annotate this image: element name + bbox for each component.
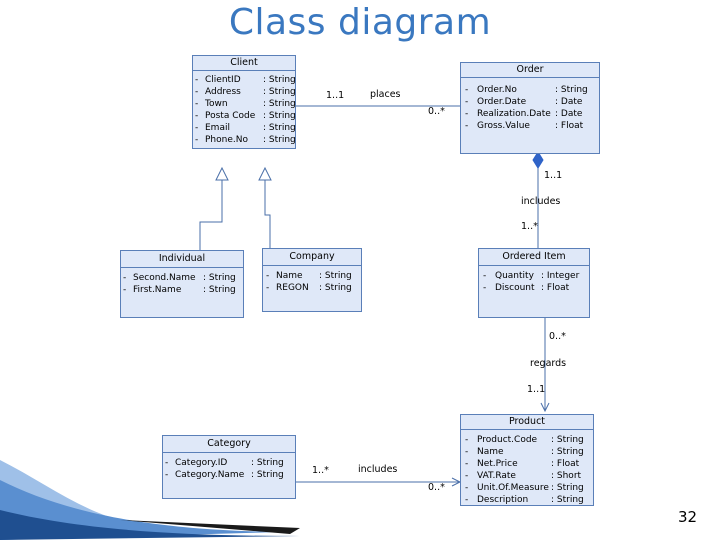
mult-includes-category-target: 0..* — [428, 482, 445, 493]
generalization-individual — [199, 172, 223, 250]
assoc-name-places: places — [370, 89, 401, 100]
attribute-row: -Posta Code: String — [195, 111, 296, 121]
generalization-arrow-company — [258, 166, 272, 181]
attribute-row: -Address: String — [195, 87, 296, 97]
class-ordered-item[interactable]: Ordered Item -Quantity: Integer -Discoun… — [478, 248, 590, 318]
class-client[interactable]: Client -ClientID: String -Address: Strin… — [192, 55, 296, 149]
attribute-row: -First.Name: String — [123, 285, 236, 295]
attribute-row: -Unit.Of.Measure: String — [465, 483, 584, 493]
mult-includes-order-target: 1..* — [521, 221, 538, 232]
mult-regards-target: 1..1 — [527, 384, 546, 395]
class-client-name: Client — [193, 56, 295, 71]
attribute-row: -Order.No: String — [465, 85, 588, 95]
attribute-row: -Name: String — [266, 271, 352, 281]
attribute-row: -ClientID: String — [195, 75, 296, 85]
attribute-row: -Description: String — [465, 495, 584, 505]
attribute-row: -Gross.Value: Float — [465, 121, 584, 131]
class-individual-name: Individual — [121, 251, 243, 268]
mult-places-target: 0..* — [428, 106, 445, 117]
arrowhead-regards — [540, 402, 550, 413]
attribute-row: -Town: String — [195, 99, 296, 109]
class-company-name: Company — [263, 249, 361, 266]
assoc-name-includes-category: includes — [358, 464, 398, 475]
class-product[interactable]: Product -Product.Code: String -Name: Str… — [460, 414, 594, 506]
attribute-row: -Realization.Date: Date — [465, 109, 583, 119]
attribute-row: -Category.Name: String — [165, 470, 284, 480]
attribute-row: -Discount: Float — [483, 283, 570, 293]
attribute-row: -Category.ID: String — [165, 458, 284, 468]
attribute-row: -VAT.Rate: Short — [465, 471, 582, 481]
class-category[interactable]: Category -Category.ID: String -Category.… — [162, 435, 296, 499]
assoc-name-regards: regards — [530, 358, 567, 369]
slide-title: Class diagram — [228, 2, 492, 43]
mult-includes-order-source: 1..1 — [544, 170, 563, 181]
attribute-row: -Product.Code: String — [465, 435, 584, 445]
assoc-name-includes-order: includes — [521, 196, 561, 207]
attribute-row: -Net.Price: Float — [465, 459, 580, 469]
mult-includes-category-source: 1..* — [312, 465, 329, 476]
generalization-company — [264, 172, 271, 248]
class-category-name: Category — [163, 436, 295, 453]
attribute-row: -Name: String — [465, 447, 584, 457]
composition-diamond — [532, 151, 544, 169]
attribute-row: -Phone.No: String — [195, 135, 296, 145]
page-number: 32 — [678, 508, 698, 526]
mult-regards-source: 0..* — [549, 331, 566, 342]
attribute-row: -Order.Date: Date — [465, 97, 583, 107]
mult-places-source: 1..1 — [326, 90, 345, 101]
attribute-row: -REGON: String — [266, 283, 352, 293]
class-company[interactable]: Company -Name: String -REGON: String — [262, 248, 362, 312]
class-order-name: Order — [461, 63, 599, 78]
attribute-row: -Second.Name: String — [123, 273, 236, 283]
class-individual[interactable]: Individual -Second.Name: String -First.N… — [120, 250, 244, 318]
generalization-arrow-individual — [215, 166, 229, 181]
class-product-name: Product — [461, 415, 593, 430]
class-order[interactable]: Order -Order.No: String -Order.Date: Dat… — [460, 62, 600, 154]
attribute-row: -Email: String — [195, 123, 296, 133]
decorative-swoosh — [0, 460, 300, 540]
class-ordered-item-name: Ordered Item — [479, 249, 589, 266]
attribute-row: -Quantity: Integer — [483, 271, 580, 281]
